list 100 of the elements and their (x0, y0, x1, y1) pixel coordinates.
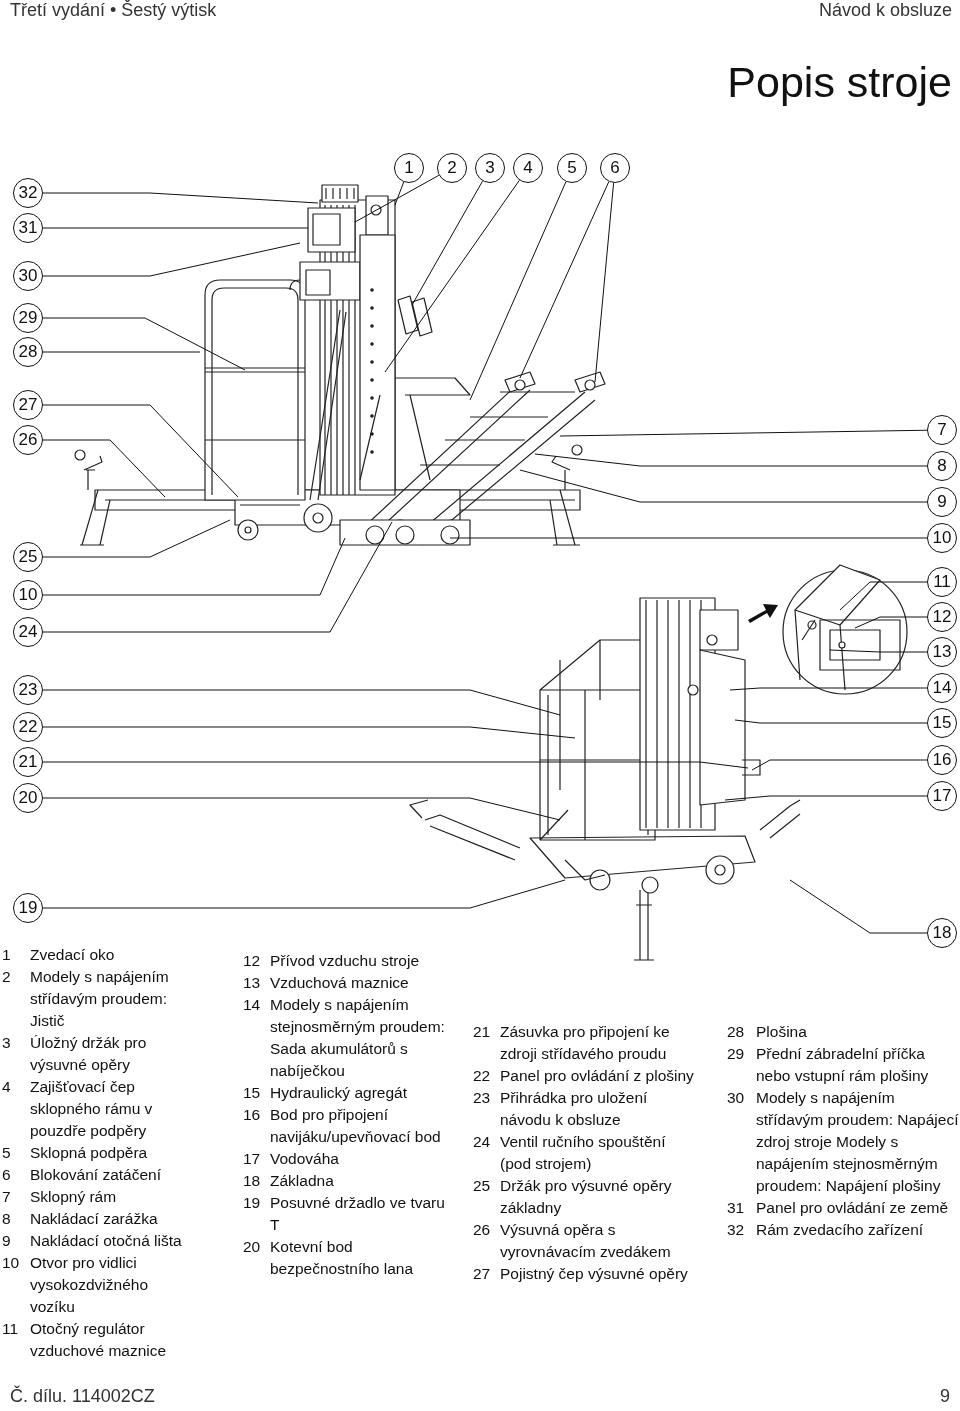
item-number: 6 (2, 1165, 11, 1185)
leader-line (42, 192, 319, 204)
callout-number: 17 (927, 781, 957, 811)
callout-number: 26 (13, 425, 43, 455)
leader-line (594, 182, 615, 383)
item-number: 16 (243, 1105, 261, 1125)
part-description: Pojistný čep výsuvné opěry (500, 1264, 689, 1284)
part-description: Plošina (756, 1022, 808, 1042)
callout-number: 32 (13, 178, 43, 208)
item-number: 22 (473, 1066, 491, 1086)
part-description: Modely s napájením stejnosměrným proudem: Sada akumulátorů s nabíječkou (270, 995, 446, 1081)
item-number: 12 (243, 951, 261, 971)
part-description: Úložný držák pro výsuvné opěry (30, 1033, 148, 1075)
leader-line (751, 759, 928, 771)
part-description: Sklopná podpěra (30, 1143, 149, 1163)
callout-number: 25 (13, 542, 43, 572)
item-number: 11 (2, 1319, 19, 1339)
item-number: 23 (473, 1088, 491, 1108)
item-number: 9 (2, 1231, 11, 1251)
leader-line (519, 469, 928, 503)
leader-line (42, 797, 561, 821)
callout-number: 20 (13, 783, 43, 813)
part-description: Výsuvná opěra s vyrovnávacím zvedákem (500, 1220, 672, 1262)
part-description: Vodováha (270, 1149, 340, 1169)
leader-line (729, 687, 928, 691)
page-title: Popis stroje (727, 58, 952, 107)
part-description: Otvor pro vidlici vysokozdvižného vozíku (30, 1253, 150, 1317)
leader-line (854, 616, 928, 629)
callout-number: 5 (557, 153, 587, 183)
part-description: Blokování zatáčení (30, 1165, 162, 1185)
part-description: Nakládací otočná lišta (30, 1231, 182, 1251)
leader-line (42, 761, 749, 769)
leader-line (829, 649, 928, 653)
callout-number: 16 (927, 745, 957, 775)
item-number: 1 (2, 945, 11, 965)
item-number: 18 (243, 1171, 261, 1191)
item-number: 13 (243, 973, 261, 993)
callout-number: 11 (927, 567, 957, 597)
callout-number: 18 (927, 918, 957, 948)
item-number: 8 (2, 1209, 11, 1229)
leader-line (42, 351, 201, 353)
callout-number: 30 (13, 261, 43, 291)
part-description: Držák pro výsuvné opěry základny (500, 1176, 673, 1218)
leader-line (449, 537, 928, 539)
part-description: Přihrádka pro uložení návodu k obsluze (500, 1088, 649, 1130)
header-text: Třetí vydání • Šestý výtisk (10, 0, 217, 21)
leader-line (42, 317, 246, 371)
part-description: Nakládací zarážka (30, 1209, 159, 1229)
callout-number: 29 (13, 303, 43, 333)
part-description: Vzduchová maznice (270, 973, 410, 993)
item-number: 30 (727, 1088, 745, 1108)
leader-line (42, 439, 166, 498)
leader-line (42, 521, 393, 633)
callout-number: 31 (13, 213, 43, 243)
part-description: Zvedací oko (30, 945, 116, 965)
part-description: Modely s napájením střídavým proudem: Jistič (30, 967, 170, 1031)
item-number: 25 (473, 1176, 491, 1196)
part-description: Hydraulický agregát (270, 1083, 408, 1103)
callout-number: 8 (927, 451, 957, 481)
part-description: Panel pro ovládání ze země (756, 1198, 950, 1218)
leader-line (384, 179, 520, 373)
part-description: Bod pro připojení navijáku/upevňovací bod (270, 1105, 442, 1147)
part-description: Modely s napájením střídavým proudem: Napájecí zdroj stroje Modely s napájením stejnosměrným proudem: Napájení plošiny (756, 1088, 959, 1196)
leader-line (42, 537, 346, 596)
leader-line (394, 181, 405, 206)
callout-number: 27 (13, 390, 43, 420)
part-description: Přední zábradelní příčka nebo vstupní rám plošiny (756, 1044, 930, 1086)
callout-number: 9 (927, 487, 957, 517)
item-number: 10 (2, 1253, 20, 1273)
page-number: 9 (940, 1386, 950, 1407)
header-text: Návod k obsluze (818, 0, 952, 21)
item-number: 32 (727, 1220, 745, 1240)
callout-number: 2 (437, 153, 467, 183)
leader-line (42, 726, 576, 739)
part-description: Otočný regulátor vzduchové maznice (30, 1319, 168, 1361)
leader-line (42, 227, 309, 229)
leader-line (42, 879, 566, 909)
callout-number: 12 (927, 602, 957, 632)
part-description: Zajišťovací čep sklopného rámu v pouzdře podpěry (30, 1077, 154, 1141)
callout-number: 6 (600, 153, 630, 183)
callout-number: 28 (13, 337, 43, 367)
item-number: 7 (2, 1187, 11, 1207)
part-description: Sklopný rám (30, 1187, 118, 1207)
part-description: Ventil ručního spouštění (pod strojem) (500, 1132, 667, 1174)
leader-line (839, 581, 928, 611)
callout-number: 19 (13, 893, 43, 923)
part-description: Rám zvedacího zařízení (756, 1220, 925, 1240)
part-description: Posuvné držadlo ve tvaru T (270, 1193, 446, 1235)
item-number: 26 (473, 1220, 491, 1240)
item-number: 21 (473, 1022, 491, 1042)
item-number: 14 (243, 995, 261, 1015)
callout-number: 13 (927, 637, 957, 667)
leader-line (42, 519, 231, 558)
callout-number: 10 (927, 523, 957, 553)
leader-line (42, 242, 301, 277)
item-number: 15 (243, 1083, 261, 1103)
item-number: 5 (2, 1143, 11, 1163)
callout-number: 15 (927, 708, 957, 738)
callout-number: 14 (927, 673, 957, 703)
callout-number: 1 (394, 153, 424, 183)
